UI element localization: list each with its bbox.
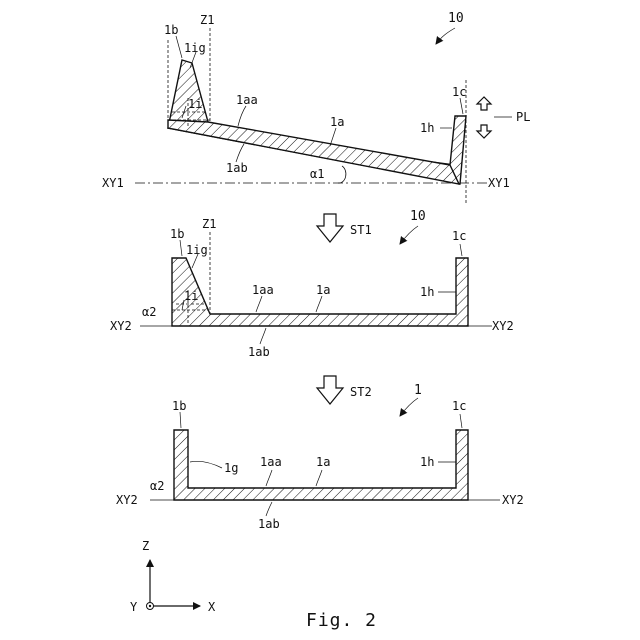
axis-label-z: Z (142, 539, 149, 553)
step2-label-xy-right: XY2 (492, 319, 514, 333)
step3-label-1ab: 1ab (258, 517, 280, 531)
step2-label-1b: 1b (170, 227, 184, 241)
step2-label-1h: 1h (420, 285, 434, 299)
step1-label-1aa: 1aa (236, 93, 258, 107)
step2-ref-arrow (400, 226, 418, 244)
step1-label-1ab: 1ab (226, 161, 248, 175)
step1-label-1c: 1c (452, 85, 466, 99)
step1-label-1a: 1a (330, 115, 344, 129)
figure-caption: Fig. 2 (306, 610, 377, 631)
step2-label-1ab: 1ab (248, 345, 270, 359)
step2-labels: 1b Z1 1ig 1i 1aa 1a 1c 1h 1ab XY2 XY2 α2… (110, 209, 514, 359)
step2-label-1i: 1i (184, 289, 198, 303)
step2-label-1aa: 1aa (252, 283, 274, 297)
step3-label-1aa: 1aa (260, 455, 282, 469)
s3-leader-1b (180, 412, 181, 428)
s2-leader-1c (460, 244, 462, 256)
coordinate-axes: Z Y X (130, 539, 216, 614)
pl-arrow-up-icon (477, 97, 491, 110)
step2-label-1a: 1a (316, 283, 330, 297)
s2-leader-1b (180, 240, 182, 256)
axis-label-y: Y (130, 600, 138, 614)
step1-label-alpha: α1 (310, 167, 324, 181)
step3-ref-number: 1 (414, 383, 422, 398)
step2-ref-number: 10 (410, 209, 426, 224)
step1-ref-arrow (436, 28, 455, 44)
step2-label-z1: Z1 (202, 217, 216, 231)
step3-ref-arrow (400, 398, 418, 416)
step1-ref-number: 10 (448, 11, 464, 26)
leader-1c (460, 98, 463, 114)
step1-label-1b: 1b (164, 23, 178, 37)
step1-label-1h: 1h (420, 121, 434, 135)
s3-leader-1g (190, 461, 222, 468)
step1-label-xy-right: XY1 (488, 176, 510, 190)
step2-label-alpha: α2 (142, 305, 156, 319)
alpha1-arc (338, 166, 346, 183)
step2-label-1ig: 1ig (186, 243, 208, 257)
s2-leader-1a (316, 296, 322, 312)
leader-1aa (238, 106, 246, 126)
step1-wall-1b (168, 60, 208, 128)
step1-label-z1: Z1 (200, 13, 214, 27)
st1-label: ST1 (350, 223, 372, 237)
leader-1ab (236, 144, 244, 162)
st2-label: ST2 (350, 385, 372, 399)
step3-label-xy-left: XY2 (116, 493, 138, 507)
step3-label-1g: 1g (224, 461, 238, 475)
y-axis-dot (149, 605, 151, 607)
step1-label-1i: 1i (188, 97, 202, 111)
step3-label-1a: 1a (316, 455, 330, 469)
step3-label-1b: 1b (172, 399, 186, 413)
leader-1b (176, 36, 182, 58)
axis-label-x: X (208, 600, 216, 614)
step3-label-1c: 1c (452, 399, 466, 413)
s3-leader-1ab (266, 502, 272, 516)
step-arrow-st2: ST2 (317, 376, 372, 404)
step1-label-pl: PL (516, 110, 530, 124)
s2-leader-1ab (260, 328, 266, 344)
s3-leader-1a (316, 470, 322, 486)
step1-label-xy-left: XY1 (102, 176, 124, 190)
step2-label-1c: 1c (452, 229, 466, 243)
leader-1a (330, 128, 336, 146)
s2-leader-1aa (256, 296, 262, 312)
step3-label-1h: 1h (420, 455, 434, 469)
pl-arrow-down-icon (477, 125, 491, 138)
step-arrow-st1: ST1 (317, 214, 372, 242)
s3-leader-1c (460, 414, 462, 428)
down-arrow-st1-icon (317, 214, 343, 242)
step3-label-xy-right: XY2 (502, 493, 524, 507)
s3-leader-1aa (266, 470, 272, 486)
step2-label-xy-left: XY2 (110, 319, 132, 333)
step1-label-1ig: 1ig (184, 41, 206, 55)
down-arrow-st2-icon (317, 376, 343, 404)
step3-label-alpha: α2 (150, 479, 164, 493)
